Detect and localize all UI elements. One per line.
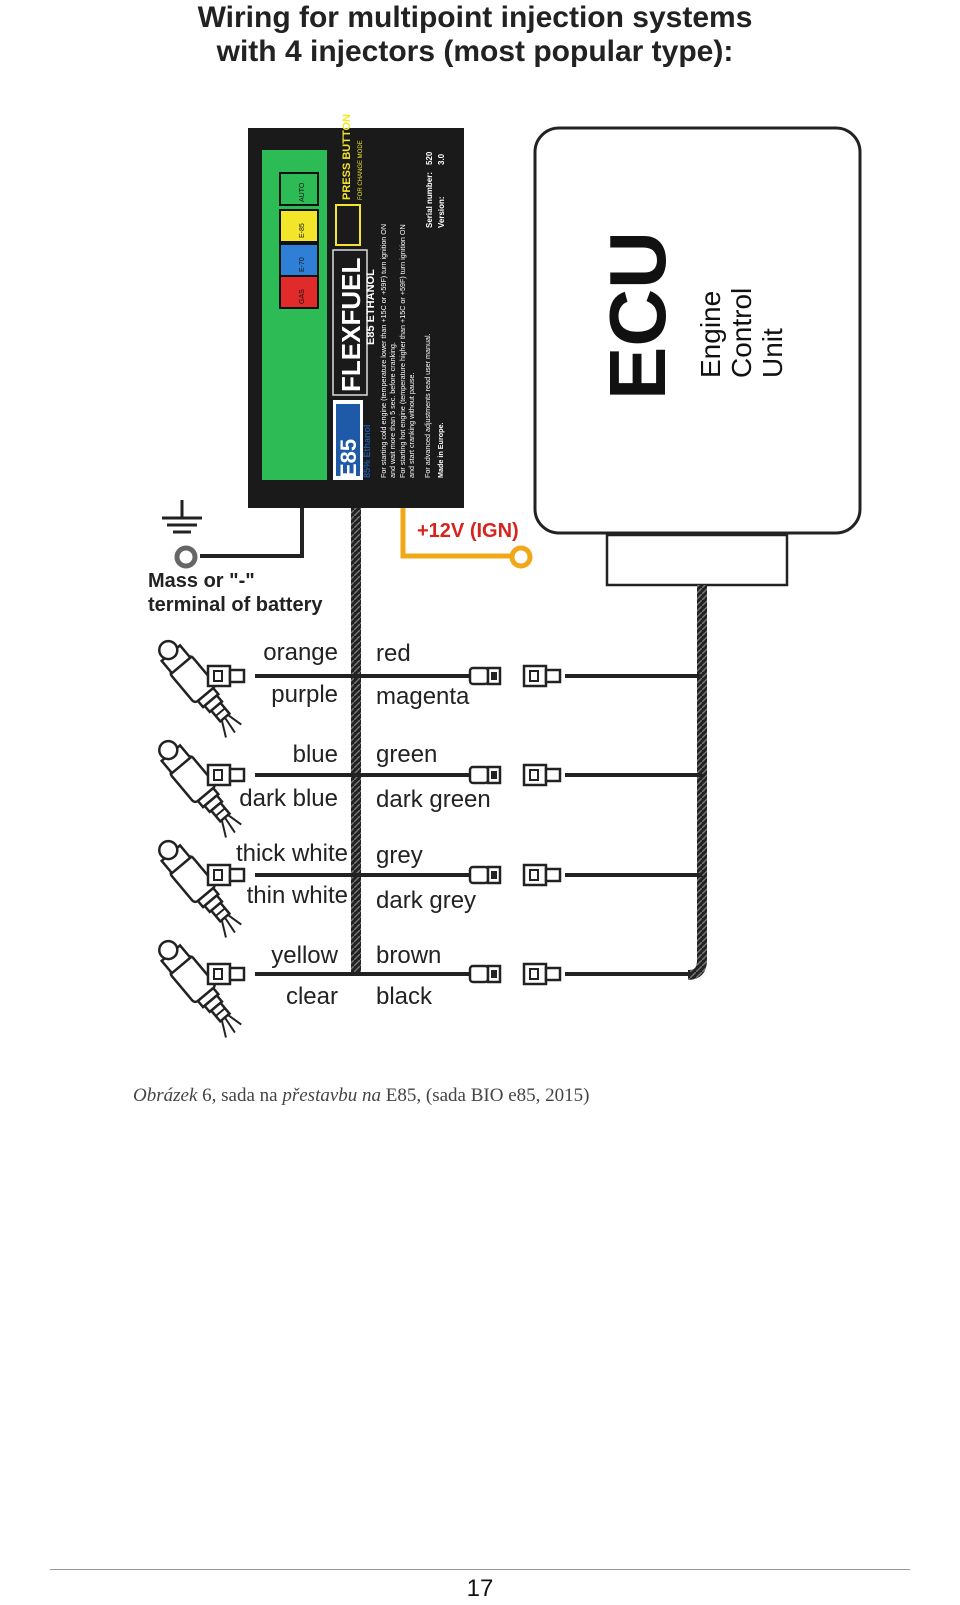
badge-sub-text: 85% Ethanol (362, 424, 372, 478)
injector-row-2 (150, 732, 702, 842)
ecu-line1-text: Engine (695, 291, 726, 378)
ground-symbol (162, 500, 202, 534)
wire-label-top-left: orange (263, 639, 338, 666)
injector-row-4 (150, 932, 690, 1042)
diagram-title-line2: with 4 injectors (most popular type): (216, 35, 734, 68)
badge-text: E85 (336, 439, 361, 478)
ecu-line3-text: Unit (757, 328, 788, 378)
brand-text: FLEXFUEL (336, 258, 366, 392)
wire-label-top-right: brown (376, 942, 442, 969)
device-harness (351, 508, 361, 976)
diagram-title-line1: Wiring for multipoint injection systems (197, 1, 753, 34)
ecu-line2-text: Control (726, 288, 757, 378)
ground-wire (200, 508, 304, 558)
press-button-box (335, 204, 361, 246)
wire-label-bottom-left: dark blue (239, 785, 338, 812)
wire-label-bottom-right: dark green (376, 786, 491, 813)
wire-label-bottom-left: clear (285, 983, 338, 1010)
device-instructions: For starting cold engine (temperature lo… (379, 224, 445, 478)
caption-part: 6, sada na (197, 1085, 283, 1106)
caption-part: přestavbu na (282, 1085, 382, 1106)
button-label-text: PRESS BUTTON (341, 114, 353, 200)
page-number: 17 (466, 1575, 494, 1602)
ecu-harness (687, 585, 707, 980)
wire-label-top-left: yellow (271, 942, 338, 969)
button-sub-text: FOR CHANGE MODE (358, 140, 364, 200)
ign-ring-terminal (509, 545, 533, 569)
wire-label-bottom-left: purple (271, 681, 338, 708)
serial-value: 520 (425, 151, 434, 165)
wire-label-top-left: thick white (235, 840, 348, 867)
instruction-line: and start cranking without pause. (407, 373, 416, 478)
caption-part: Obrázek (133, 1085, 198, 1106)
wire-label-top-left: blue (292, 741, 338, 768)
ign-label: +12V (IGN) (417, 520, 519, 542)
led-gas-label: GAS (299, 289, 306, 304)
ground-label-line1: Mass or "-" (148, 570, 255, 592)
figure-caption: Obrázek 6, sada na přestavbu na E85, (sa… (133, 1085, 589, 1107)
instruction-line: For starting hot engine (temperature hig… (398, 224, 407, 478)
wire-label-bottom-right: black (376, 983, 433, 1010)
led-e85-indicator (279, 209, 319, 243)
wire-label-top-right: grey (376, 842, 423, 869)
wire-label-bottom-left: thin white (246, 882, 348, 909)
instruction-line: and wait more than 5 sec. before crankin… (388, 342, 397, 478)
led-auto-indicator (279, 172, 319, 206)
brand-box (332, 249, 368, 396)
led-auto-label: AUTO (299, 182, 306, 202)
version-label: Version: (437, 196, 446, 228)
injector-row-1 (150, 632, 702, 742)
led-e70-label: E-70 (299, 257, 306, 272)
led-gas-indicator (279, 275, 319, 309)
wiring-diagram: E85 85% Ethanol FLEXFUEL E85 ETHANOL PRE… (150, 114, 862, 1042)
instruction-line: For starting cold engine (temperature lo… (379, 224, 388, 478)
footer-rule (50, 1569, 910, 1570)
wire-label-top-right: green (376, 741, 438, 768)
brand-sub-text: E85 ETHANOL (365, 269, 377, 345)
wire-label-bottom-right: dark grey (376, 887, 477, 914)
ecu-connector (605, 533, 789, 587)
ground-label-line2: terminal of battery (148, 594, 323, 616)
instruction-line: For advanced adjustments read user manua… (423, 333, 432, 478)
wire-label-top-right: red (376, 640, 411, 667)
led-e85-label: E-85 (299, 223, 306, 238)
ign-wire (400, 508, 510, 559)
ecu-box (533, 126, 862, 535)
ground-ring-terminal (174, 545, 198, 569)
wire-label-bottom-right: magenta (376, 683, 470, 710)
injector-row-3 (150, 832, 702, 942)
caption-part: E85, (sada BIO e85, 2015) (381, 1085, 590, 1106)
ecu-abbr-text: ECU (593, 231, 682, 400)
serial-label: Serial number: (425, 172, 434, 228)
instruction-line: Made in Europe. (436, 422, 445, 478)
version-value: 3.0 (437, 153, 446, 165)
